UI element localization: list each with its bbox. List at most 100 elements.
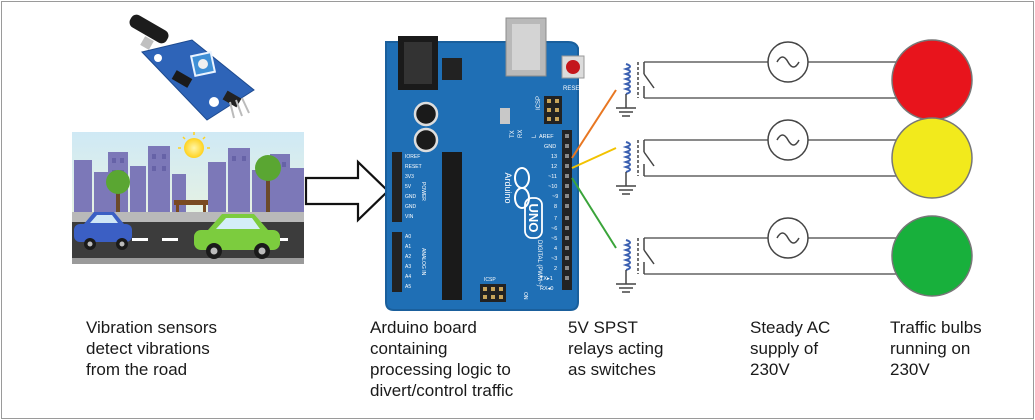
wire-pin11-green (571, 177, 617, 249)
uno-badge (524, 197, 543, 239)
pin-a4-label: A4 (405, 274, 411, 280)
pin-11-label: ~11 (548, 174, 557, 180)
reset-label: RESET (563, 86, 583, 92)
sensor-probe-leads (140, 36, 154, 50)
curb (72, 258, 304, 264)
tree-left (106, 170, 130, 194)
atmega-chip (442, 152, 462, 300)
pin-5v-label: 5V (405, 184, 412, 190)
pin-9-label: ~9 (552, 194, 558, 200)
crystal (500, 108, 510, 124)
relay-switch-blade-2 (643, 151, 655, 167)
pin-gnd2-label: GND (405, 204, 417, 210)
analog-label: ANALOG IN (420, 248, 426, 276)
traffic-bulb-yellow (891, 117, 973, 199)
power-header (392, 152, 402, 222)
ac-sine-icon-1 (776, 56, 800, 68)
potentiometer-knob (198, 59, 208, 69)
sensor-pin-3 (241, 97, 250, 114)
pin-vin-label: VIN (405, 214, 414, 220)
caption-relays: 5V SPST relays acting as switches (568, 318, 664, 379)
mount-hole-2 (209, 97, 219, 107)
sun (184, 138, 204, 158)
ac-sine-icon-2 (776, 134, 800, 146)
caption-supply: Steady AC supply of 230V (750, 318, 831, 379)
icsp-header-bottom (480, 284, 506, 302)
caption-sensors: Vibration sensors detect vibrations from… (86, 318, 218, 379)
pin-8-label: 8 (554, 204, 557, 210)
vibration-sensor-module (129, 14, 255, 121)
wire-pin12-yellow (571, 147, 617, 169)
city-skyline (74, 146, 304, 212)
pin-a5-label: A5 (405, 284, 411, 290)
pin-3v3-label: 3V3 (405, 174, 414, 180)
capacitor-2 (413, 127, 439, 153)
pin-13-label: 13 (551, 154, 557, 160)
pin-gnd1-label: GND (405, 194, 417, 200)
pin-reset-label: RESET (405, 164, 422, 170)
icsp-label-bottom: ICSP (484, 277, 496, 283)
digital-label: DIGITAL (PWM~) (536, 240, 542, 287)
pin-3-label: ~3 (551, 256, 557, 262)
sensor-pcb (141, 39, 255, 121)
digital-header (562, 130, 572, 290)
brand-label: Arduino (503, 172, 513, 203)
bench (174, 200, 208, 205)
pin-a1-label: A1 (405, 244, 411, 250)
sensor-pin-1 (229, 101, 235, 119)
pin-7-label: 7 (554, 216, 557, 222)
pin-ioref-label: IOREF (405, 154, 420, 160)
pin-tx1-label: TX▸1 (540, 276, 553, 282)
pin-10-label: ~10 (548, 184, 557, 190)
ac-sine-icon-3 (776, 232, 800, 244)
traffic-bulb-red (891, 39, 973, 121)
analog-header (392, 232, 402, 292)
arduino-uno-board: RESET ICSP TX RX L (385, 17, 585, 311)
traffic-bulb-green (891, 215, 973, 297)
power-label: POWER (420, 182, 426, 201)
uno-label: UNO (526, 204, 541, 233)
sensor-probe (129, 14, 169, 44)
pin-rx0-label: RX◂0 (540, 286, 553, 292)
relay-coil-3 (622, 239, 631, 271)
voltage-regulator (442, 58, 462, 80)
pin-12-label: 12 (551, 164, 557, 170)
l-label: L (532, 134, 538, 138)
icsp-header-top (544, 96, 562, 124)
on-label: ON (522, 292, 528, 300)
caption-bulbs: Traffic bulbs running on 230V (890, 318, 982, 379)
sensor-pin-2 (235, 99, 243, 117)
pin-gnd-label: GND (544, 144, 556, 150)
sun-rays (178, 132, 210, 149)
comparator-chip (171, 70, 193, 88)
signal-wires (571, 89, 617, 249)
pin-a3-label: A3 (405, 264, 411, 270)
pin-4-label: 4 (554, 246, 557, 252)
tree-trunk-right (266, 178, 270, 212)
sidewalk (72, 212, 304, 222)
relay-rows (616, 39, 973, 297)
relay-switch-blade-3 (643, 249, 655, 265)
pin-5-label: ~5 (551, 236, 557, 242)
relay-coil-1 (622, 63, 631, 95)
mount-hole-1 (154, 54, 162, 62)
blue-car (74, 212, 132, 250)
caption-arduino: Arduino board containing processing logi… (370, 318, 514, 400)
flow-arrow (304, 159, 390, 223)
tree-right (255, 155, 281, 181)
rx-label: RX (518, 130, 524, 138)
tx-label: TX (510, 130, 516, 138)
relay-switch-blade-1 (643, 73, 655, 89)
green-car (194, 214, 280, 259)
capacitor-1 (413, 101, 439, 127)
pin-2-label: 2 (554, 266, 557, 272)
tree-trunk-left (116, 190, 120, 212)
wire-pin13-orange (571, 89, 617, 159)
icsp-label-top: ICSP (536, 96, 542, 110)
road-scene (72, 132, 304, 264)
pin-6-label: ~6 (551, 226, 557, 232)
relay-coil-2 (622, 141, 631, 173)
pin-a2-label: A2 (405, 254, 411, 260)
